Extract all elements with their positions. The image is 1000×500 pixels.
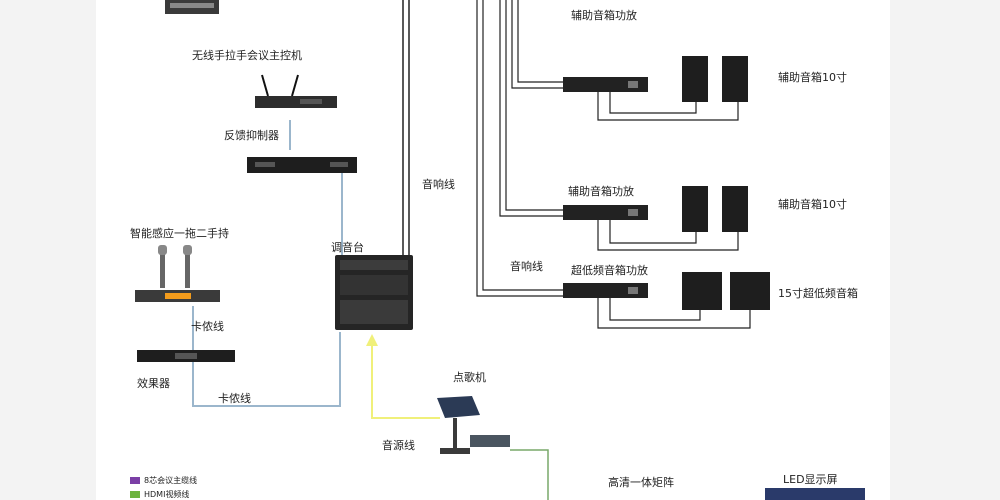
aux-mid-wire-b (609, 220, 697, 244)
ktv-mixer-audio-line (371, 338, 440, 419)
speaker-cable-2-label: 音响线 (510, 260, 543, 273)
ktv-label: 点歌机 (453, 371, 486, 384)
sub-wire-a (597, 298, 751, 329)
legend-text: HDMI视频线 (144, 490, 190, 499)
legend-text: 8芯会议主缆线 (144, 476, 198, 485)
sub-speaker-label: 15寸超低频音箱 (778, 287, 858, 300)
sub-speakers (682, 272, 770, 310)
legend-swatch (130, 491, 140, 498)
ktv-matrix-line (510, 449, 549, 500)
right-margin (890, 0, 1000, 500)
top-device (165, 0, 219, 14)
audio-line-label: 音源线 (382, 439, 415, 452)
aux-speakers-top (682, 56, 748, 102)
led-screen-device (765, 488, 865, 500)
aux-top-wire-a (597, 92, 739, 121)
wireless-host-label: 无线手拉手会议主控机 (192, 49, 302, 62)
audio-arrow (366, 334, 378, 346)
card-line-1-label: 卡侬线 (191, 320, 224, 333)
sub-wire-b (609, 298, 701, 321)
aux-mid-wire-a (597, 220, 739, 251)
aux-amp-mid-label: 辅助音箱功放 (568, 185, 634, 198)
speaker-cable-1-label: 音响线 (422, 178, 455, 191)
aux-amp-top (563, 77, 648, 92)
effects-mixer-line (192, 332, 341, 407)
smart-mic-device (135, 245, 220, 302)
wireless-host-device (255, 74, 337, 108)
smart-mic-label: 智能感应一拖二手持 (130, 227, 229, 240)
left-margin (0, 0, 96, 500)
legend-item-hdmi: HDMI视频线 (130, 489, 189, 500)
aux-speaker-2-label: 辅助音箱10寸 (778, 198, 847, 211)
effects-label: 效果器 (137, 377, 170, 390)
speaker-bus (476, 0, 566, 297)
effects-device (137, 350, 235, 362)
aux-amp-top-label: 辅助音箱功放 (571, 9, 637, 22)
ktv-device (437, 396, 510, 454)
feedback-label: 反馈抑制器 (224, 129, 279, 142)
sub-amp-label: 超低频音箱功放 (571, 264, 648, 277)
legend-item-main-cable: 8芯会议主缆线 (130, 475, 197, 486)
aux-speakers-mid (682, 186, 748, 232)
mixer-device (335, 255, 413, 330)
aux-top-wire-b (609, 92, 697, 114)
legend-swatch (130, 477, 140, 484)
sub-amp (563, 283, 648, 298)
mixer-label: 调音台 (331, 241, 364, 254)
led-screen-label: LED显示屏 (783, 473, 838, 486)
hd-matrix-label: 高清一体矩阵 (608, 476, 674, 489)
aux-speaker-1-label: 辅助音箱10寸 (778, 71, 847, 84)
feedback-suppressor-device (247, 157, 357, 173)
card-line-2-label: 卡侬线 (218, 392, 251, 405)
aux-amp-mid (563, 205, 648, 220)
